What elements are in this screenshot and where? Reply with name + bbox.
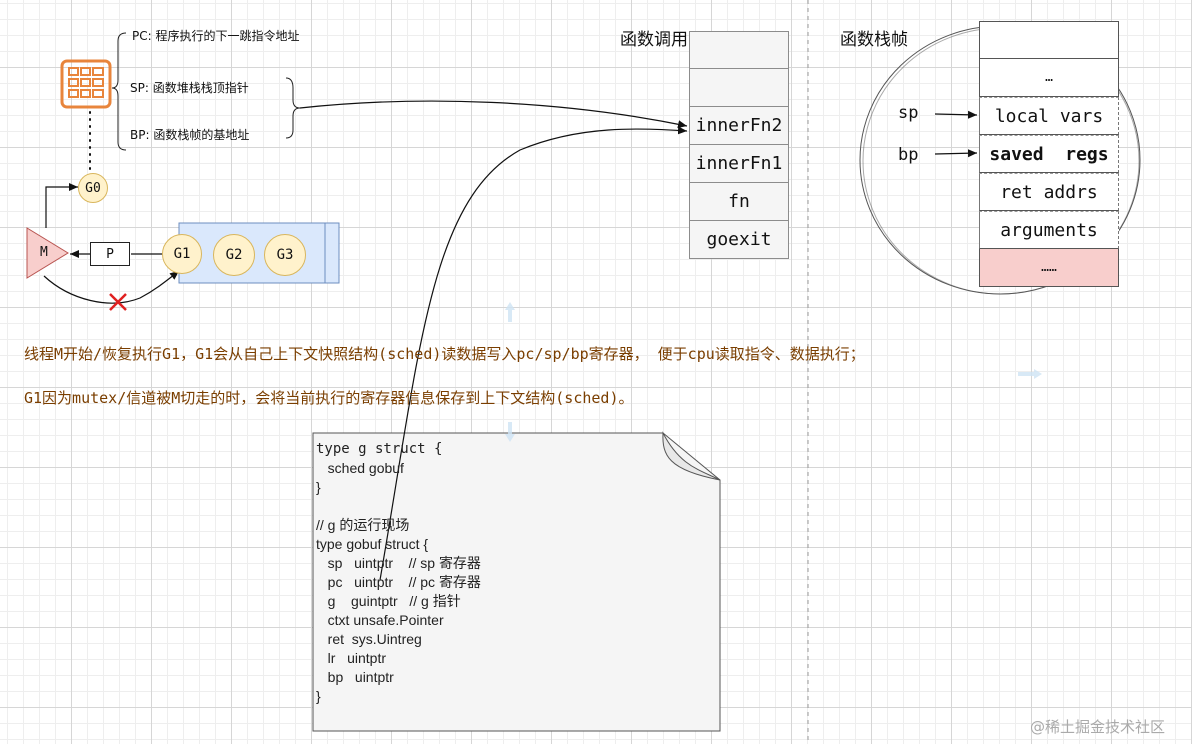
call-stack-cell-goexit: goexit bbox=[689, 221, 789, 259]
g3-node: G3 bbox=[264, 234, 306, 276]
register-left-brace bbox=[111, 32, 127, 151]
m-to-g0-arrow bbox=[45, 183, 78, 228]
frame-cell-local-vars: local vars bbox=[979, 97, 1119, 135]
note-line-1: 线程M开始/恢复执行G1，G1会从自己上下文快照结构(sched)读数据写入pc… bbox=[24, 345, 865, 363]
call-stack: innerFn2 innerFn1 fn goexit bbox=[689, 31, 789, 259]
m-label: M bbox=[40, 245, 48, 260]
code-line: g guintptr // g 指针 bbox=[316, 593, 461, 609]
note-line-2: G1因为mutex/信道被M切走的时，会将当前执行的寄存器信息保存到上下文结构(… bbox=[24, 389, 634, 407]
g2-node: G2 bbox=[213, 234, 255, 276]
call-stack-cell bbox=[689, 31, 789, 69]
sp-to-stack-arrow bbox=[299, 100, 688, 129]
bp-register-label: BP: 函数栈帧的基地址 bbox=[130, 128, 250, 142]
code-line: sp uintptr // sp 寄存器 bbox=[316, 555, 481, 571]
m-machine-shape bbox=[26, 227, 69, 279]
code-line: lr uintptr bbox=[316, 650, 387, 666]
frame-cell bbox=[979, 21, 1119, 59]
pc-register-label: PC: 程序执行的下一跳指令地址 bbox=[132, 29, 300, 43]
cpu-icon bbox=[60, 59, 112, 109]
stack-frame-title: 函数栈帧 bbox=[840, 30, 908, 50]
call-stack-title: 函数调用 bbox=[620, 30, 688, 50]
frame-cell-ret-addrs: ret addrs bbox=[979, 173, 1119, 211]
code-line bbox=[316, 497, 716, 516]
call-stack-cell bbox=[689, 69, 789, 107]
cross-icon bbox=[109, 293, 127, 311]
code-line: ret sys.Uintreg bbox=[316, 631, 422, 647]
code-line: } bbox=[316, 688, 321, 704]
code-line: pc uintptr // pc 寄存器 bbox=[316, 574, 481, 590]
code-line: // g 的运行现场 bbox=[316, 517, 410, 533]
call-stack-cell-innerfn2: innerFn2 bbox=[689, 107, 789, 145]
code-sp-to-stack-arrow bbox=[379, 126, 688, 581]
sp-register-label: SP: 函数堆栈栈顶指针 bbox=[130, 81, 249, 95]
g0-node: G0 bbox=[78, 173, 108, 203]
call-stack-cell-innerfn1: innerFn1 bbox=[689, 145, 789, 183]
frame-cell-arguments: arguments bbox=[979, 211, 1119, 249]
run-queue bbox=[178, 222, 340, 284]
code-line: sched gobuf bbox=[316, 460, 404, 476]
call-stack-cell-fn: fn bbox=[689, 183, 789, 221]
code-note-shape bbox=[312, 432, 721, 732]
code-line: ctxt unsafe.Pointer bbox=[316, 612, 444, 628]
bp-pointer-label: bp bbox=[898, 145, 919, 165]
code-line: } bbox=[316, 479, 321, 495]
g1-node: G1 bbox=[162, 234, 202, 274]
watermark: @稀土掘金技术社区 bbox=[1030, 718, 1166, 736]
sp-pointer-arrow bbox=[934, 110, 978, 119]
bp-pointer-arrow bbox=[934, 149, 978, 158]
handle-arrow-icon bbox=[505, 302, 1042, 442]
frame-cell: … bbox=[979, 59, 1119, 97]
code-line: type gobuf struct { bbox=[316, 536, 429, 552]
code-line: bp uintptr bbox=[316, 669, 394, 685]
code-line: type g struct { bbox=[316, 441, 443, 457]
sp-pointer-label: sp bbox=[898, 103, 919, 123]
stack-frame: … local vars saved regs ret addrs argume… bbox=[979, 21, 1119, 287]
m-to-g1-curve bbox=[43, 270, 180, 304]
register-right-brace bbox=[285, 77, 301, 139]
code-block: type g struct { sched gobuf } // g 的运行现场… bbox=[316, 440, 716, 710]
frame-cell-saved-regs: saved regs bbox=[979, 135, 1119, 173]
frame-cell-more: …… bbox=[979, 249, 1119, 287]
p-processor: P bbox=[90, 242, 130, 266]
